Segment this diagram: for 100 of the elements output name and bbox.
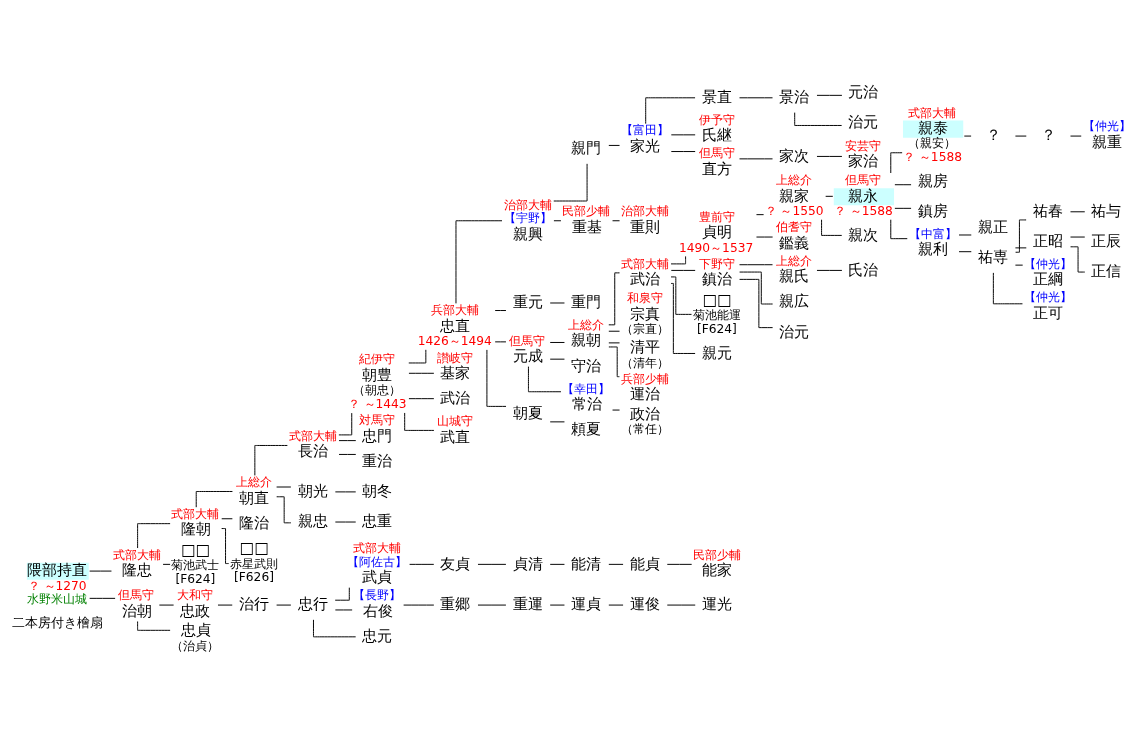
connector [1070, 210, 1086, 212]
node-text: 貞清 [512, 554, 543, 573]
node-label: 【阿佐古】 [346, 554, 407, 569]
node-text: □□ 赤星武則 [F626] [230, 538, 279, 584]
node-text: 親門 [571, 138, 602, 157]
node-text: 元治 [848, 82, 879, 101]
node-label: 治部大輔 [503, 197, 552, 212]
node-text: 政治 （常任） [620, 404, 669, 436]
node-text: 忠直 [440, 316, 471, 335]
node-text: ？ [986, 125, 1002, 144]
connector [670, 275, 692, 315]
connector [612, 219, 621, 221]
connector [608, 330, 621, 332]
node-text: 能貞 [629, 554, 660, 573]
node-label: 1490～1537 [679, 240, 754, 255]
node-text: 治行 [238, 594, 269, 613]
node-text: 親次 [848, 225, 879, 244]
node-text: 正辰 [1091, 231, 1122, 250]
connector [608, 271, 620, 325]
node-text: 武貞 [362, 567, 393, 586]
node-text: 正可 [1033, 303, 1064, 322]
node-text: 武治 [440, 388, 471, 407]
node-text: 親興 [512, 224, 543, 243]
node-label: 【仲光】 [1082, 118, 1131, 133]
connector [313, 618, 357, 637]
connector [890, 218, 908, 239]
connector [608, 144, 621, 146]
connector [739, 263, 773, 265]
node-text: 景直 [701, 87, 732, 106]
connector [408, 372, 435, 374]
node-text: 長治 [298, 441, 329, 460]
node-text: 重基 [571, 217, 602, 235]
connector [486, 348, 507, 407]
node-text: 親氏 [779, 266, 810, 285]
node-text: 朝夏 [512, 403, 543, 422]
node-text: 忠行 [297, 594, 328, 613]
connector [338, 439, 357, 441]
node-label: 下野守 [698, 256, 735, 271]
node-label: 式部大輔 [288, 428, 337, 443]
node-text: 景治 [779, 87, 810, 106]
node-label: 山城守 [437, 413, 474, 428]
connector [527, 365, 562, 392]
node-box: 親永 [833, 187, 895, 205]
node-text: 鎮房 [917, 201, 948, 220]
node-label: 兵部少輔 [620, 371, 669, 386]
node-label: 1426～1494 [417, 333, 492, 348]
node-label: 伯耆守 [775, 219, 812, 234]
node-text: 重運 [512, 594, 543, 613]
node-text: 祐与 [1091, 201, 1122, 220]
connector [137, 522, 171, 549]
connector [195, 490, 233, 508]
connector [1014, 246, 1027, 248]
node-text: 氏継 [701, 125, 732, 144]
connector [794, 111, 843, 126]
connector [670, 269, 696, 271]
node-label: 【仲光】 [1023, 256, 1072, 271]
node-label: 式部大輔 [352, 540, 401, 555]
node-text: 親家 [779, 186, 810, 205]
node-text: 隆治 [238, 513, 269, 532]
node-label: 伊予守 [698, 112, 735, 127]
connector [334, 586, 350, 601]
node-text: 家次 [779, 146, 810, 165]
node-text: 常治 [571, 394, 602, 413]
node-text: 親広 [779, 291, 810, 310]
connector [816, 94, 843, 96]
node-label: 【中富】 [908, 226, 957, 241]
connector [739, 278, 774, 328]
node-label: ？ ～1588 [902, 149, 962, 164]
node-text: 治元 [779, 322, 810, 341]
node-text: 忠貞 （治貞） [171, 620, 220, 653]
node-text: 重元 [512, 292, 543, 311]
connector [409, 563, 435, 565]
node-text: 正昭 [1032, 231, 1063, 250]
node-label: 治部大輔 [620, 203, 669, 218]
connector [404, 411, 435, 431]
node-text: ？ [1041, 125, 1057, 144]
connector [670, 150, 696, 152]
connector [816, 269, 843, 271]
node-label: 上総介 [567, 317, 604, 332]
node-label: 豊前守 [698, 209, 735, 224]
node-label: 【富田】 [620, 122, 669, 137]
node-label: 和泉守 [626, 290, 663, 305]
node-label: 式部大輔 [908, 105, 957, 120]
node-text: 忠門 [362, 426, 393, 445]
node-text: 友貞 [440, 554, 471, 573]
node-text: 朝冬 [362, 481, 393, 500]
node-text: 親正 [977, 217, 1008, 236]
node-text: 忠政 [180, 601, 211, 620]
node-text: 祐春 [1032, 201, 1063, 220]
connector [608, 345, 620, 377]
node-text: 宗真 （宗直） [620, 304, 669, 336]
connector [408, 348, 427, 363]
node-label: 但馬守 [845, 172, 882, 187]
node-text: 運治 [630, 384, 661, 403]
node-label: 安芸守 [845, 138, 882, 153]
connector [958, 250, 972, 252]
connector [455, 219, 503, 304]
connector [608, 563, 624, 565]
node-text: 正信 [1091, 261, 1122, 280]
node-label: 上総介 [235, 474, 272, 489]
